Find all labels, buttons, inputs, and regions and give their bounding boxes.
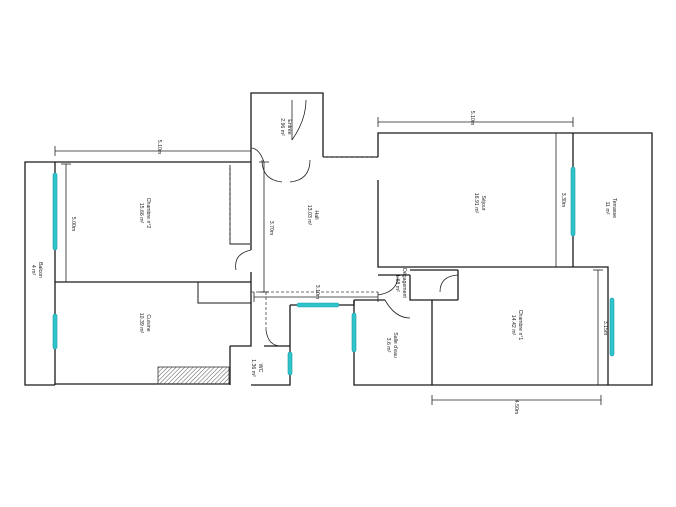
- room-wc-area: 1.36 m²: [250, 359, 256, 377]
- room-chambre2-area: 15.66 m²: [138, 203, 144, 224]
- room-salle-deau-area: 3.6 m²: [385, 338, 391, 353]
- dim-sejour-height: 3.30m: [560, 193, 566, 207]
- dim-top-left: 5.10m: [156, 140, 162, 154]
- dim-hall-width: 3.10m: [314, 285, 320, 299]
- walls: [24, 92, 653, 386]
- room-balcon-name: Balcon: [37, 262, 43, 278]
- dimension-lines: [54, 117, 603, 405]
- room-cuisine-area: 10.39 m²: [138, 313, 144, 334]
- dim-chambre1-height: 3.15m: [602, 321, 608, 335]
- room-degagement-name: Dégagement: [401, 268, 407, 298]
- room-entree-area: 2.96 m²: [279, 118, 285, 136]
- dim-chambre2-height: 5.00m: [70, 217, 76, 231]
- room-cuisine-name: Cuisine: [145, 314, 151, 331]
- dim-hall-height: 3.70m: [268, 221, 274, 235]
- room-terrasse-area: 11 m²: [604, 202, 610, 215]
- windows: [52, 166, 615, 376]
- room-entree-name: Entrée: [286, 119, 292, 134]
- room-sejour-name: Séjour: [480, 196, 486, 211]
- room-chambre2-name: Chambre n°2: [145, 198, 151, 229]
- dashed-lines: [229, 156, 378, 330]
- room-chambre1-name: Chambre n°1: [517, 310, 523, 341]
- room-sejour-area: 16.91 m²: [473, 193, 479, 214]
- room-hall-name: Hall: [313, 211, 319, 220]
- kitchen-counter: [157, 366, 230, 385]
- room-balcon-area: 4 m²: [30, 265, 36, 276]
- room-labels: Entrée 2.96 m² Hall 13.03 m² Séjour 16.9…: [30, 118, 617, 377]
- room-salle-deau-name: Salle d'eau: [392, 332, 398, 358]
- dim-bottom-right: 4.50m: [513, 400, 519, 414]
- room-terrasse-name: Terrasse: [611, 198, 617, 218]
- room-chambre1-area: 14.42 m²: [510, 315, 516, 336]
- dimension-labels: 5.10m 5.10m 5.00m 3.70m 3.30m 3.10m 3.15…: [70, 111, 608, 414]
- dim-top-right: 5.10m: [469, 111, 475, 125]
- room-degagement-area: 1.68 m²: [394, 274, 400, 292]
- room-wc-name: WC: [257, 364, 263, 373]
- room-hall-area: 13.03 m²: [306, 205, 312, 226]
